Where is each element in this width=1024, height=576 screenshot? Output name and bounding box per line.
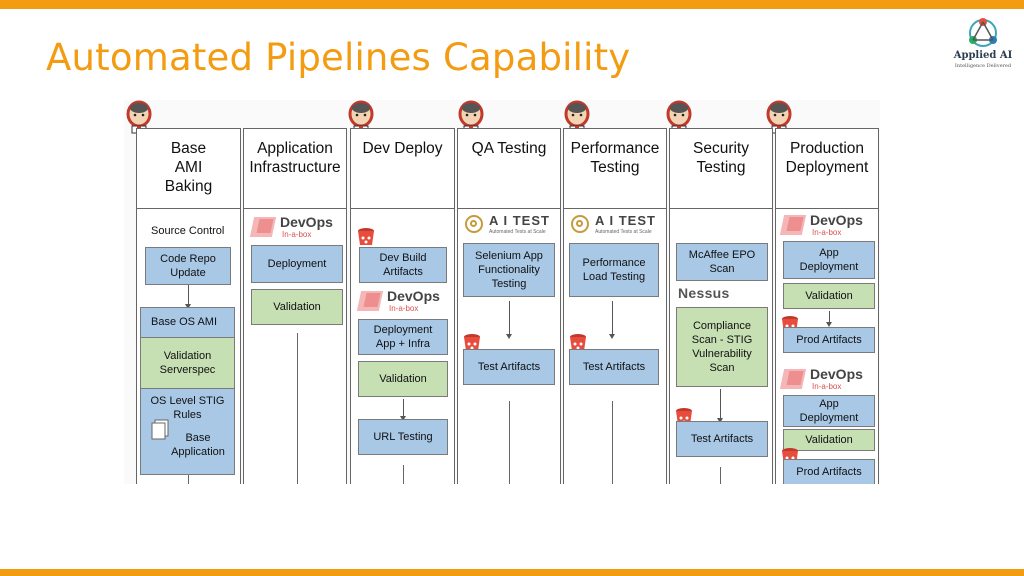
perf-test-artifacts-step: Test Artifacts — [569, 349, 659, 385]
devops-logo-name: DevOps — [810, 366, 863, 382]
validation-step: Validation — [358, 361, 448, 397]
compliance-scan-step: Compliance Scan - STIG Vulnerability Sca… — [676, 307, 768, 387]
prod-artifacts-step: Prod Artifacts — [783, 459, 875, 484]
logo-subtitle: Intelligence Delivered — [954, 63, 1012, 69]
app-deployment-step: App Deployment — [783, 241, 875, 279]
dev-build-artifacts-step: Dev Build Artifacts — [359, 247, 447, 283]
flow-arrow — [185, 285, 191, 309]
bucket-icon — [464, 334, 480, 351]
code-repo-update-step: Code Repo Update — [145, 247, 231, 285]
flow-line — [297, 333, 298, 484]
app-deployment-step: App Deployment — [783, 395, 875, 427]
bucket-icon — [570, 334, 586, 351]
devops-logo-tagline: In-a-box — [282, 230, 312, 239]
prod-artifacts-step: Prod Artifacts — [783, 327, 875, 353]
selenium-testing-step: Selenium App Functionality Testing — [463, 243, 555, 297]
validation-step: Validation — [251, 289, 343, 325]
applied-ai-logo: Applied AI Intelligence Delivered — [948, 16, 1018, 72]
flow-arrow — [717, 389, 723, 423]
flow-arrow — [826, 311, 832, 327]
devops-logo-name: DevOps — [387, 288, 440, 304]
flow-line — [403, 465, 404, 484]
performance-load-testing-step: Performance Load Testing — [569, 243, 659, 297]
lane-title: Performance Testing — [564, 129, 666, 209]
flow-line — [720, 467, 721, 484]
devops-logo-tagline: In-a-box — [812, 382, 842, 391]
base-application-label: Base Application — [171, 432, 225, 458]
applied-ai-logo-icon — [969, 18, 997, 47]
flow-arrow — [506, 301, 512, 339]
aitest-logo-name: A I TEST — [595, 213, 656, 228]
pipeline-diagram: Base AMI Baking Source Control Code Repo… — [124, 100, 880, 484]
lane-title: Production Deployment — [776, 129, 878, 209]
base-os-ami-container — [140, 307, 235, 475]
security-test-artifacts-step: Test Artifacts — [676, 421, 768, 457]
devops-logo-tagline: In-a-box — [389, 304, 419, 313]
top-accent-bar — [0, 0, 1024, 9]
devops-logo-tagline: In-a-box — [812, 228, 842, 237]
deployment-app-infra-step: Deployment App + Infra — [358, 319, 448, 355]
validation-step: Validation — [783, 429, 875, 451]
qa-test-artifacts-step: Test Artifacts — [463, 349, 555, 385]
lane-title: Application Infrastructure — [244, 129, 346, 209]
lane-base-ami: Base AMI Baking Source Control Code Repo… — [136, 128, 241, 484]
flow-line — [612, 401, 613, 484]
slide-title: Automated Pipelines Capability — [46, 36, 631, 79]
bottom-accent-bar — [0, 569, 1024, 576]
nessus-logo: Nessus — [678, 285, 730, 301]
aitest-logo-name: A I TEST — [489, 213, 550, 228]
flow-arrow — [609, 301, 615, 339]
lane-title: Dev Deploy — [351, 129, 454, 209]
flow-arrow — [400, 399, 406, 421]
deployment-step: Deployment — [251, 245, 343, 283]
mcafee-epo-scan-step: McAffee EPO Scan — [676, 243, 768, 281]
documents-icon — [151, 419, 169, 440]
aitest-logo-tagline: Automated Tests at Scale — [489, 229, 546, 235]
devops-logo-name: DevOps — [280, 214, 333, 230]
flow-line — [188, 475, 189, 484]
logo-title: Applied AI — [953, 50, 1013, 61]
flow-line — [509, 401, 510, 484]
url-testing-step: URL Testing — [358, 419, 448, 455]
base-os-ami-label: Base OS AMI — [151, 316, 218, 328]
stig-rules-label: OS Level STIG Rules — [150, 395, 225, 421]
lane-title: Security Testing — [670, 129, 772, 209]
aitest-logo-tagline: Automated Tests at Scale — [595, 229, 652, 235]
lane-title: QA Testing — [458, 129, 560, 209]
lane-security-testing: Security Testing McAffee EPO Scan Nessus… — [669, 128, 773, 484]
bucket-icon — [358, 228, 374, 245]
serverspec-validation-step: Validation Serverspec — [140, 337, 235, 389]
validation-step: Validation — [783, 283, 875, 309]
source-control-label: Source Control — [151, 225, 225, 237]
devops-logo-name: DevOps — [810, 212, 863, 228]
lane-title: Base AMI Baking — [137, 129, 240, 209]
